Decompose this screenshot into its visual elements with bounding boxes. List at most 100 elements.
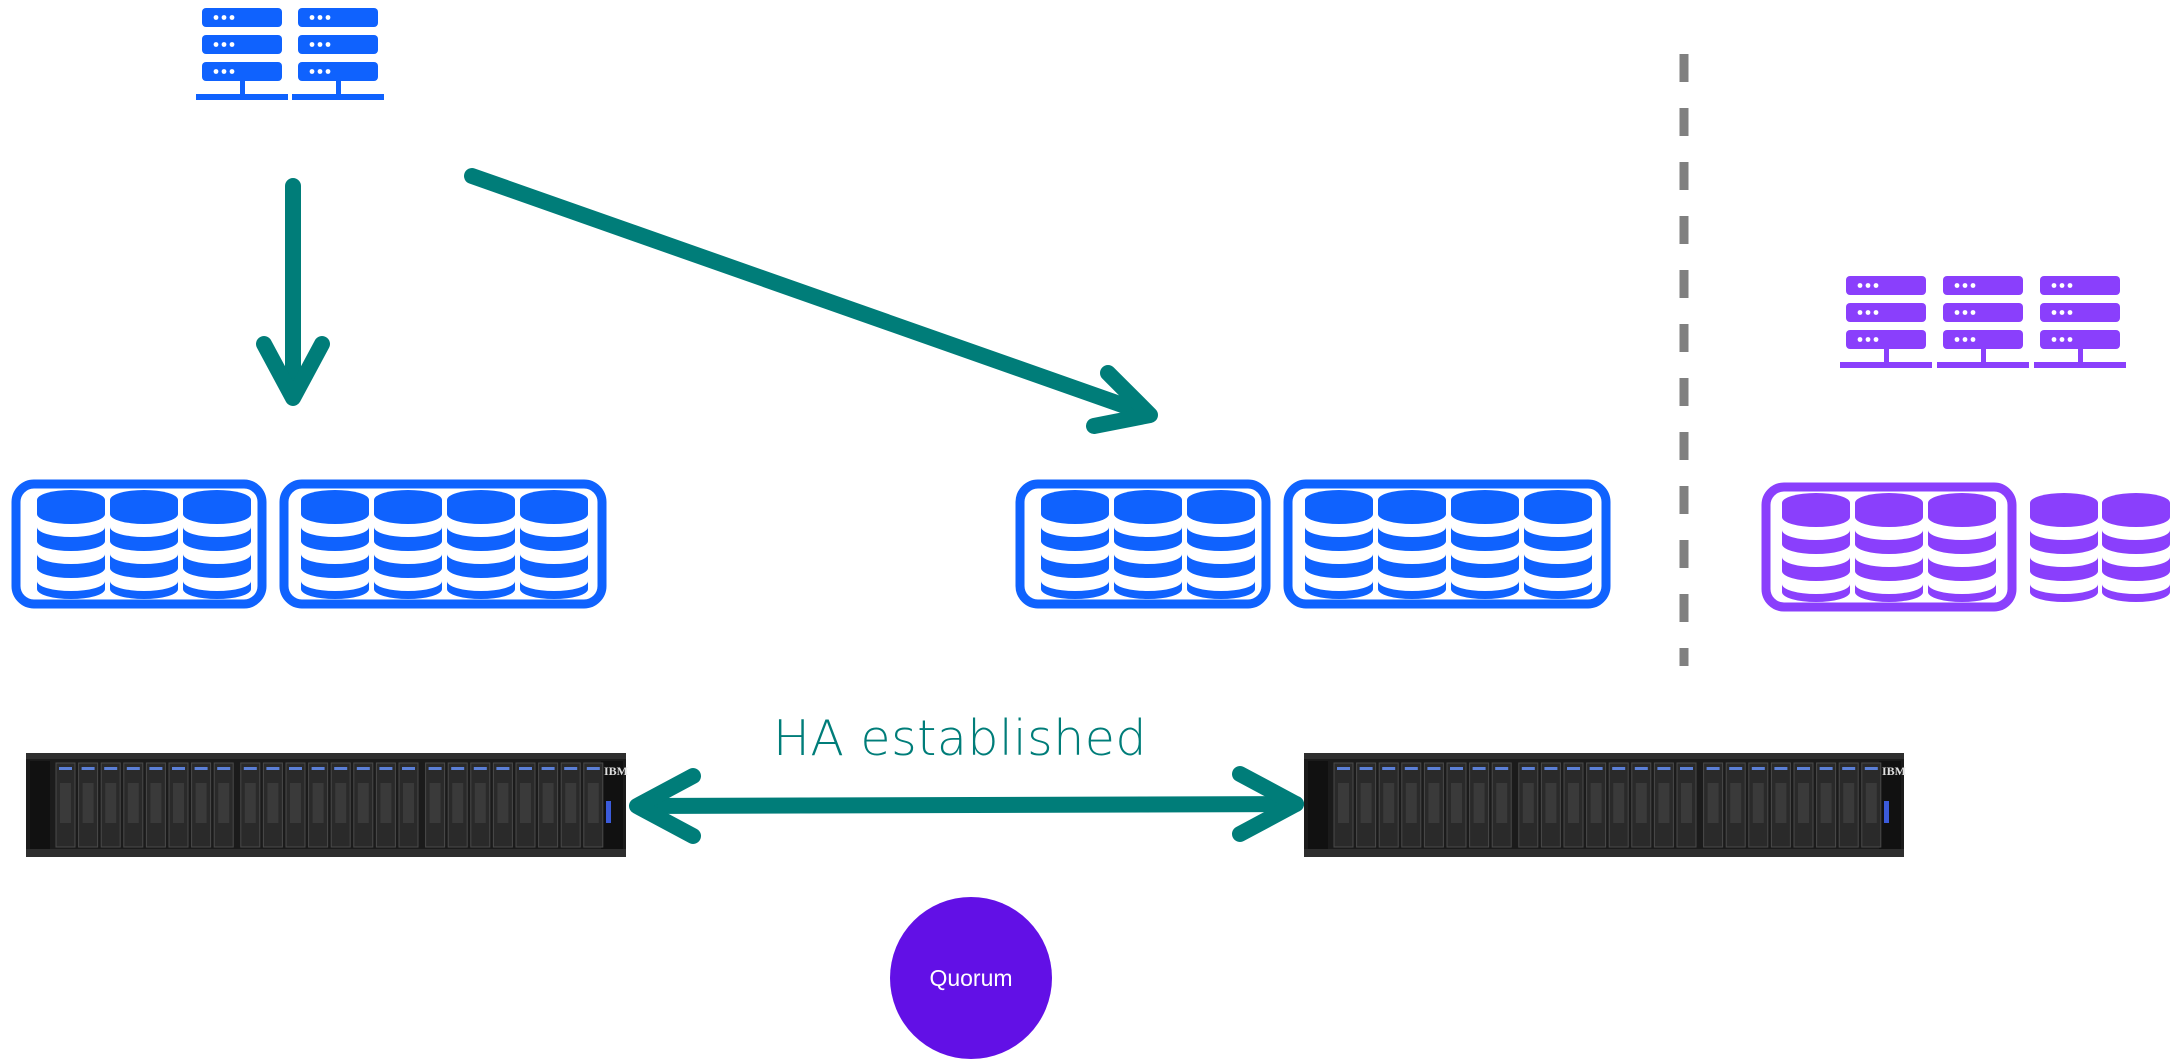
drive-bay-grill bbox=[267, 783, 279, 823]
drive-bay-led bbox=[1495, 767, 1509, 770]
left-volume-group-b bbox=[279, 479, 607, 609]
drive-bay-led bbox=[1706, 767, 1720, 770]
drive-bay-led bbox=[564, 767, 578, 770]
drive-bay-grill bbox=[1405, 783, 1417, 823]
drive-bay-grill bbox=[173, 783, 184, 823]
drive-bay-led bbox=[451, 767, 465, 770]
drive-bay-grill bbox=[1473, 783, 1485, 823]
right-volume-group bbox=[1761, 482, 2017, 612]
drive-bay-led bbox=[1521, 767, 1535, 770]
drive-bay-grill bbox=[1338, 783, 1349, 823]
drive-bay-grill bbox=[127, 783, 139, 823]
drive-bay-grill bbox=[1775, 783, 1787, 823]
drive-bay-led bbox=[81, 767, 95, 770]
drive-bay-grill bbox=[195, 783, 207, 823]
drive-bay-grill bbox=[60, 783, 71, 823]
drive-bay-led bbox=[473, 767, 487, 770]
quorum-label: Quorum bbox=[929, 964, 1013, 991]
drive-bay-led bbox=[541, 767, 555, 770]
drive-bay-led bbox=[126, 767, 140, 770]
drive-bay-led bbox=[1567, 767, 1580, 770]
drive-bay-led bbox=[428, 767, 442, 770]
drive-bay-grill bbox=[1383, 783, 1395, 823]
drive-bay-led bbox=[1634, 767, 1648, 770]
drive-bay-grill bbox=[1865, 783, 1877, 823]
drive-bay-led bbox=[1382, 767, 1396, 770]
drive-bay-grill bbox=[1820, 783, 1832, 823]
drive-bay-grill bbox=[1658, 783, 1670, 823]
drive-bay-led bbox=[356, 767, 370, 770]
drive-bay-grill bbox=[1843, 783, 1855, 823]
ha-established-label: HA established bbox=[772, 710, 1148, 767]
drive-bay-grill bbox=[218, 783, 230, 823]
drive-bay-grill bbox=[1522, 783, 1534, 823]
left-volume-group-a bbox=[11, 479, 267, 609]
drive-bay-led bbox=[1729, 767, 1743, 770]
drive-bay-led bbox=[59, 767, 72, 770]
drive-bay-led bbox=[1337, 767, 1350, 770]
drive-bay-grill bbox=[565, 783, 577, 823]
drive-bay-led bbox=[194, 767, 208, 770]
drive-bay-grill bbox=[1798, 783, 1809, 823]
drive-bay-led bbox=[1797, 767, 1810, 770]
drive-bay-led bbox=[1842, 767, 1856, 770]
drive-bay-led bbox=[1774, 767, 1788, 770]
drive-bay-grill bbox=[380, 783, 392, 823]
drive-bay-led bbox=[243, 767, 257, 770]
drive-bay-grill bbox=[474, 783, 486, 823]
drive-bay-grill bbox=[82, 783, 94, 823]
drive-bay-grill bbox=[1496, 783, 1508, 823]
drive-bay-grill bbox=[587, 783, 599, 823]
drive-bay-led bbox=[266, 767, 280, 770]
drive-bay-grill bbox=[542, 783, 554, 823]
drive-bay-grill bbox=[105, 783, 117, 823]
drive-bay-grill bbox=[1730, 783, 1742, 823]
drive-bay-led bbox=[1404, 767, 1418, 770]
drive-bay-led bbox=[1472, 767, 1486, 770]
drive-bay-led bbox=[104, 767, 118, 770]
drive-bay-led bbox=[1544, 767, 1558, 770]
drive-bay-led bbox=[289, 767, 302, 770]
drive-bay-led bbox=[149, 767, 163, 770]
drive-bay-led bbox=[1427, 767, 1441, 770]
drive-bay-led bbox=[1612, 767, 1626, 770]
drive-bay-grill bbox=[1568, 783, 1579, 823]
drive-bay-grill bbox=[312, 783, 324, 823]
drive-bay-grill bbox=[1707, 783, 1719, 823]
left-storage-system bbox=[26, 753, 628, 857]
drive-bay-grill bbox=[429, 783, 441, 823]
drive-bay-led bbox=[311, 767, 325, 770]
drive-bay-grill bbox=[520, 783, 531, 823]
quorum-node: Quorum bbox=[890, 897, 1052, 1059]
drive-bay-grill bbox=[335, 783, 347, 823]
drive-bay-grill bbox=[1613, 783, 1625, 823]
drive-bay-grill bbox=[452, 783, 464, 823]
left-host-icon bbox=[196, 8, 384, 100]
drive-bay-led bbox=[1450, 767, 1463, 770]
ha-link-arrow bbox=[629, 766, 1304, 844]
drive-bay-led bbox=[334, 767, 348, 770]
drive-bay-led bbox=[496, 767, 510, 770]
drive-bay-led bbox=[172, 767, 185, 770]
drive-bay-grill bbox=[244, 783, 256, 823]
drive-bay-grill bbox=[1545, 783, 1557, 823]
drive-bay-led bbox=[379, 767, 393, 770]
middle-volume-group-b bbox=[1283, 479, 1611, 609]
drive-bay-grill bbox=[1752, 783, 1764, 823]
drive-bay-grill bbox=[1451, 783, 1462, 823]
drive-bay-led bbox=[1751, 767, 1765, 770]
right-host-icon bbox=[1840, 276, 2126, 368]
drive-bay-led bbox=[1657, 767, 1671, 770]
drive-bay-led bbox=[1359, 767, 1373, 770]
drive-bay-grill bbox=[1360, 783, 1372, 823]
drive-bay-grill bbox=[150, 783, 162, 823]
drive-bay-led bbox=[217, 767, 231, 770]
drive-bay-grill bbox=[403, 783, 414, 823]
drive-bay-grill bbox=[1428, 783, 1440, 823]
arrow-host-to-middle-volumes bbox=[464, 168, 1158, 434]
right-loose-volumes bbox=[2030, 493, 2170, 602]
arrow-host-to-left-volumes bbox=[256, 178, 330, 406]
drive-bay-led bbox=[1864, 767, 1878, 770]
drive-bay-led bbox=[402, 767, 415, 770]
